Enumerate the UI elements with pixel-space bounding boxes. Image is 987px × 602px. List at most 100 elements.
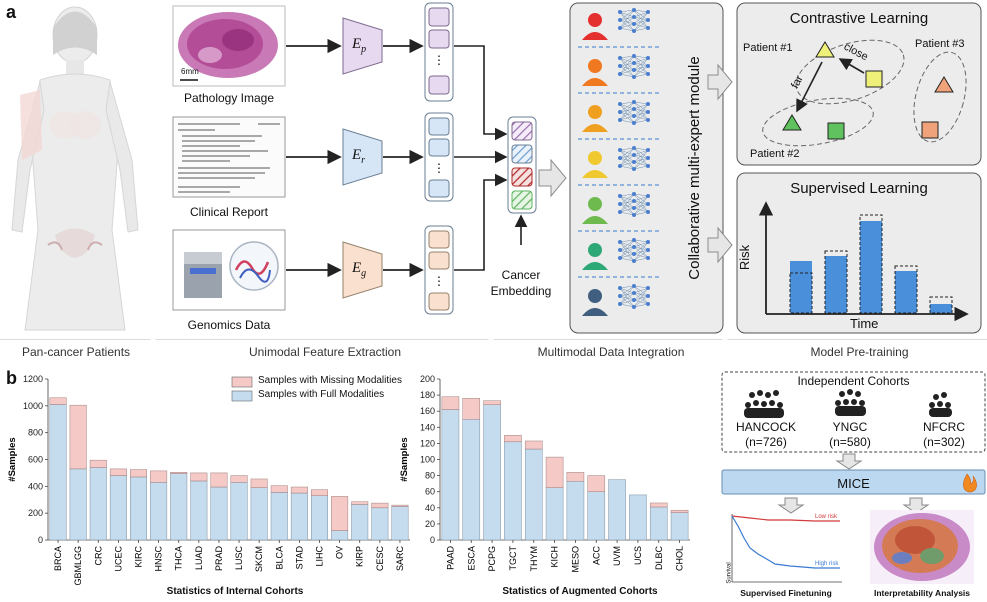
bar-missing-SKCM bbox=[250, 478, 268, 488]
legend-full-swatch bbox=[231, 390, 253, 402]
risk-bar-5 bbox=[930, 304, 952, 313]
ytick-label: 20 bbox=[425, 519, 435, 529]
xtick-label-PAAD: PAAD bbox=[445, 546, 455, 570]
bar-missing-MESO bbox=[566, 472, 585, 482]
bar-full-PAAD bbox=[441, 409, 460, 541]
bar-full-PRAD bbox=[210, 486, 228, 541]
bar-full-MESO bbox=[566, 480, 585, 541]
survival-high-label: High risk bbox=[815, 561, 839, 567]
triangle-green bbox=[782, 114, 802, 131]
bar-full-SARC bbox=[391, 506, 409, 541]
supervised-title: Supervised Learning bbox=[790, 180, 928, 197]
expert-3 bbox=[582, 100, 650, 132]
risk-bar-dashed-5 bbox=[929, 296, 953, 314]
xtick-label-MESO: MESO bbox=[570, 546, 580, 573]
xtick-label-HNSC: HNSC bbox=[154, 546, 164, 572]
bar-full-STAD bbox=[290, 492, 308, 541]
xtick-label-CRC: CRC bbox=[93, 546, 103, 566]
genomics-image bbox=[172, 229, 286, 311]
bar-full-KICH bbox=[545, 487, 564, 541]
xtick-label-UVM: UVM bbox=[612, 546, 622, 566]
xtick-label-KIRC: KIRC bbox=[134, 546, 144, 568]
risk-bar-2 bbox=[825, 256, 847, 313]
cohort-nfcrc-n: (n=302) bbox=[923, 435, 965, 449]
bar-missing-KIRP bbox=[351, 501, 369, 505]
xtick-label-UCEC: UCEC bbox=[113, 546, 123, 572]
bar-full-LIHC bbox=[311, 495, 328, 541]
cohorts-title: Independent Cohorts bbox=[797, 374, 910, 388]
people-icon-hancock bbox=[744, 390, 784, 418]
mice-bar bbox=[721, 469, 986, 495]
svg-text:⋮: ⋮ bbox=[433, 53, 445, 67]
ytick-label: 60 bbox=[425, 487, 435, 497]
bar-missing-OV bbox=[331, 496, 349, 531]
encoder-label-g: Eg bbox=[352, 260, 367, 279]
bar-missing-LUAD bbox=[190, 472, 208, 482]
expert-2 bbox=[582, 54, 650, 86]
pathology-image bbox=[172, 5, 286, 87]
feature-vector-pathology: ⋮ bbox=[424, 2, 454, 102]
risk-bar-4 bbox=[895, 271, 917, 313]
bar-missing-KICH bbox=[545, 456, 564, 488]
bar-missing-PAAD bbox=[441, 396, 460, 410]
ytick-label: 200 bbox=[28, 508, 43, 518]
people-icon-nfcrc bbox=[929, 392, 952, 417]
bar-missing-CHOL bbox=[670, 509, 689, 513]
bar-full-PCPG bbox=[483, 404, 501, 541]
bar-full-SKCM bbox=[250, 487, 268, 541]
clinical-report-image bbox=[172, 116, 286, 198]
chart-ylabel: #Samples bbox=[7, 437, 18, 481]
feature-vector-clinical: ⋮ bbox=[424, 112, 454, 202]
ytick-label: 1000 bbox=[23, 401, 43, 411]
xtick-label-ACC: ACC bbox=[591, 546, 601, 566]
bar-missing-THCA bbox=[170, 471, 188, 474]
survival-low-label: Low risk bbox=[815, 514, 838, 520]
ytick-label: 120 bbox=[420, 438, 435, 448]
xtick-label-STAD: STAD bbox=[294, 546, 304, 570]
xtick-label-SARC: SARC bbox=[395, 546, 405, 572]
bar-full-BLCA bbox=[270, 492, 288, 541]
bar-full-UCEC bbox=[109, 475, 127, 541]
svg-text:⋮: ⋮ bbox=[433, 274, 445, 288]
triangle-orange bbox=[934, 76, 954, 93]
bar-missing-KIRC bbox=[130, 469, 147, 478]
supervised-bars bbox=[789, 214, 953, 314]
bar-missing-SARC bbox=[391, 504, 409, 507]
expert-1 bbox=[582, 8, 650, 40]
encoder-genomics bbox=[342, 241, 383, 299]
pathology-scale-label: 6mm bbox=[181, 67, 199, 76]
panel-b-letter: b bbox=[6, 368, 17, 388]
cohort-hancock-name: HANCOCK bbox=[735, 420, 796, 434]
bar-full-OV bbox=[331, 530, 349, 541]
bar-missing-ESCA bbox=[462, 398, 481, 420]
interpretability-image bbox=[870, 510, 974, 584]
bar-missing-THYM bbox=[524, 440, 543, 450]
bar-full-GBMLGG bbox=[69, 468, 87, 541]
cancer-embedding bbox=[507, 116, 537, 214]
ytick-label: 80 bbox=[425, 471, 435, 481]
svg-text:⋮: ⋮ bbox=[433, 161, 445, 175]
legend-missing-swatch bbox=[231, 376, 253, 388]
bar-full-DLBC bbox=[649, 506, 668, 541]
mice-label: MICE bbox=[837, 476, 870, 491]
clinical-label: Clinical Report bbox=[189, 205, 269, 219]
bar-missing-LUSC bbox=[230, 475, 248, 483]
ytick-label: 1200 bbox=[23, 374, 43, 384]
bar-full-KIRC bbox=[130, 476, 147, 541]
legend-missing-label: Samples with Missing Modalities bbox=[258, 375, 402, 386]
bar-missing-GBMLGG bbox=[69, 404, 87, 470]
bar-full-UCS bbox=[629, 494, 647, 541]
risk-label: Risk bbox=[737, 244, 753, 271]
square-orange bbox=[921, 121, 939, 139]
expert-5 bbox=[582, 192, 650, 224]
expert-6 bbox=[582, 238, 650, 270]
xtick-label-TGCT: TGCT bbox=[508, 546, 518, 571]
xtick-label-THCA: THCA bbox=[174, 546, 184, 571]
bar-missing-PCPG bbox=[483, 400, 501, 406]
bar-full-ACC bbox=[587, 491, 606, 541]
legend-full-label: Samples with Full Modalities bbox=[258, 389, 385, 400]
cancer-embedding-label-2: Embedding bbox=[490, 284, 552, 298]
human-figure bbox=[11, 6, 139, 331]
xtick-label-PCPG: PCPG bbox=[487, 546, 497, 572]
